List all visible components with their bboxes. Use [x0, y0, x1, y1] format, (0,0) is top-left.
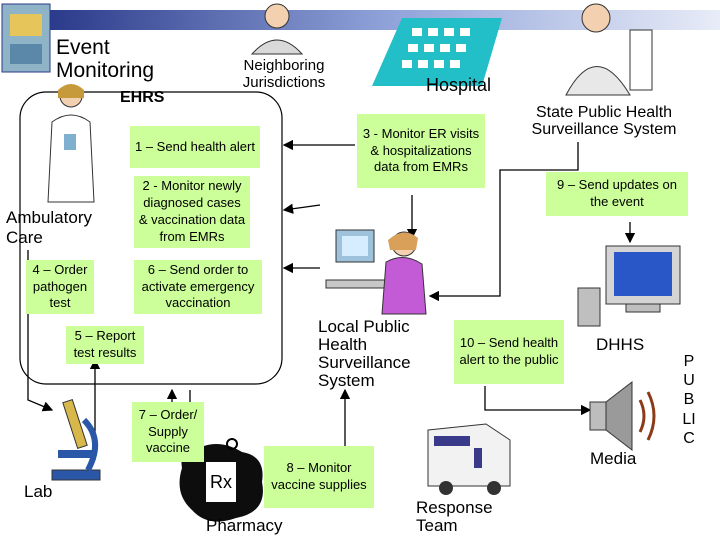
svg-text:Rx: Rx: [210, 472, 232, 492]
clerk-icon: [250, 3, 304, 55]
title-bar: [50, 10, 720, 30]
lab-label: Lab: [24, 482, 53, 501]
speaker-icon: [589, 380, 656, 452]
ambulance-icon: [427, 423, 511, 495]
step-6-box: 6 – Send order to activate emergency vac…: [134, 260, 262, 314]
page-title: Event Monitoring: [56, 36, 155, 83]
computer-user-icon: [325, 229, 427, 315]
step-5-box: 5 – Report test results: [66, 326, 144, 364]
doctor-icon: [47, 84, 95, 203]
pharmacy-label: Pharmacy: [206, 516, 283, 535]
arrow-s2: [282, 203, 321, 214]
arrow-s9: [428, 142, 579, 302]
state-worker-icon: [565, 3, 653, 96]
step-3-box: 3 - Monitor ER visits & hospitalizations…: [357, 114, 485, 188]
neighboring-label: Neighboring Jurisdictions: [242, 57, 326, 91]
step-7-box: 7 – Order/ Supply vaccine: [132, 402, 204, 462]
step-2-box: 2 - Monitor newly diagnosed cases & vacc…: [134, 176, 250, 248]
step-8-box: 8 – Monitor vaccine supplies: [264, 446, 374, 508]
arrow-s10: [484, 386, 592, 416]
step-1-box: 1 – Send health alert: [130, 126, 260, 168]
ehrs-container: [19, 91, 283, 385]
step-10-box: 10 – Send health alert to the public: [454, 320, 564, 384]
hospital-icon: [372, 18, 502, 86]
media-label: Media: [590, 449, 637, 468]
microscope-icon: [51, 398, 101, 481]
step-9-box: 9 – Send updates on the event: [546, 172, 688, 216]
dhhs-computer-icon: [577, 245, 681, 327]
event-monitor-icon: [1, 3, 51, 73]
local-label: Local Public Health Surveillance System: [318, 317, 411, 390]
state-label: State Public Health Surveillance System: [531, 104, 677, 138]
public-label: PUBLIC: [682, 353, 696, 447]
pharmacy-icon: Rx: [179, 438, 263, 522]
step-4-box: 4 – Order pathogen test: [26, 260, 94, 314]
response-label: Response Team: [416, 498, 493, 535]
ehrs-label: EHRS: [120, 89, 165, 106]
hospital-label: Hospital: [426, 75, 492, 95]
dhhs-label: DHHS: [596, 335, 645, 354]
ambulatory-label: Ambulatory Care: [6, 208, 92, 248]
